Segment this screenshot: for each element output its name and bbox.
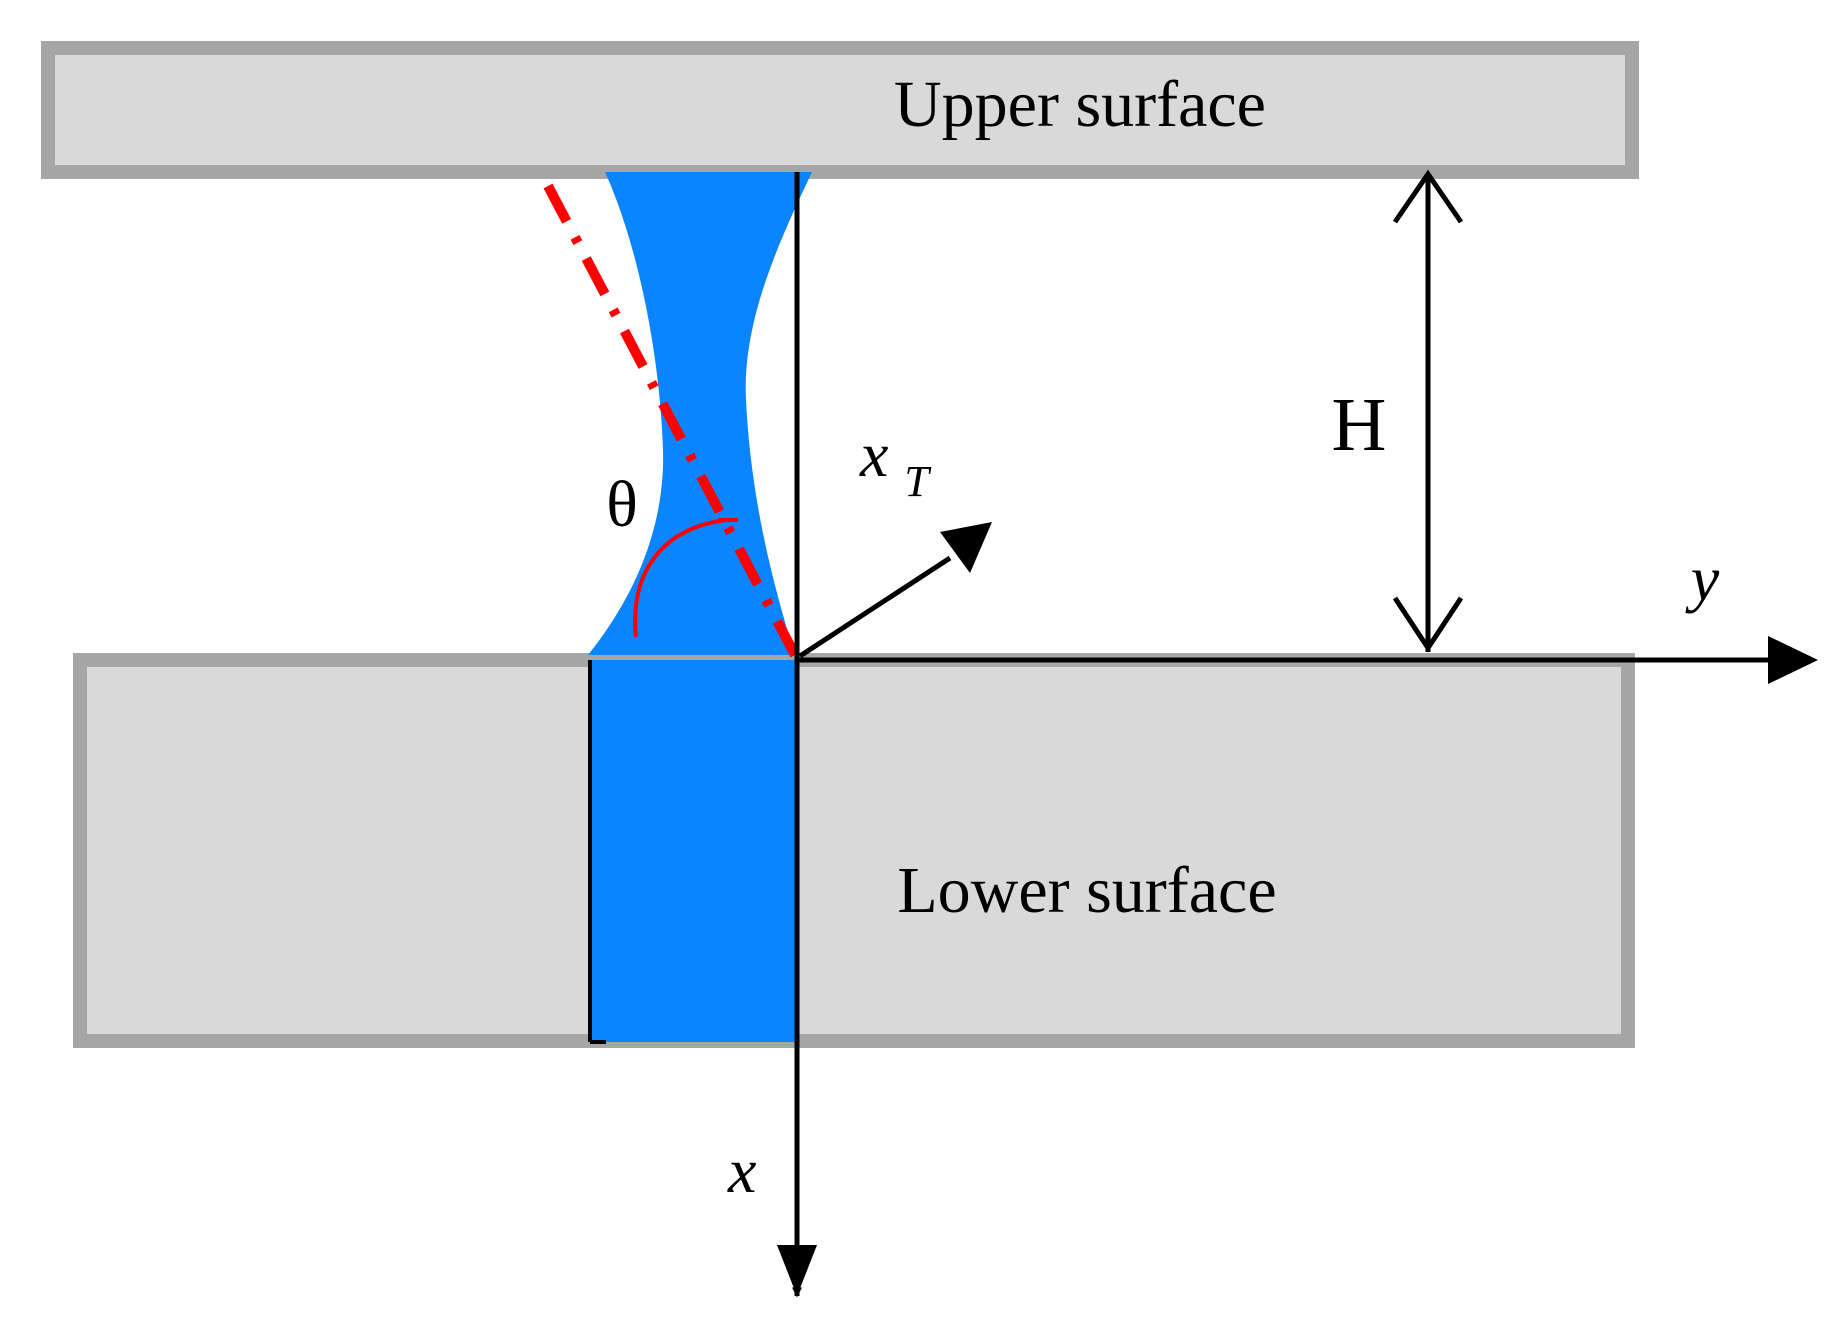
x-axis-label: x [727, 1135, 756, 1206]
xt-axis [798, 555, 952, 659]
xt-axis-label-main: x [859, 419, 888, 490]
contact-angle-arc [633, 518, 726, 638]
liquid-pore-column [590, 660, 798, 1042]
y-axis-arrowhead [1768, 636, 1818, 684]
height-arrowhead-top [1392, 169, 1464, 224]
xt-axis-label-sub: T [904, 457, 932, 506]
xt-axis-arrowhead [940, 522, 992, 573]
y-axis-label: y [1685, 543, 1720, 614]
height-arrowhead-bottom [1392, 596, 1464, 653]
x-axis-arrowhead [777, 1245, 817, 1296]
height-label: H [1332, 383, 1387, 467]
xt-axis-label: x T [859, 419, 932, 506]
upper-surface-label: Upper surface [894, 68, 1266, 141]
contact-tangent-line [543, 183, 800, 658]
lower-surface-label: Lower surface [897, 854, 1276, 927]
angle-label: θ [606, 468, 638, 541]
upper-surface-plate [41, 41, 1639, 179]
lower-surface-plate [73, 653, 1635, 1048]
liquid-bridge [588, 172, 812, 655]
